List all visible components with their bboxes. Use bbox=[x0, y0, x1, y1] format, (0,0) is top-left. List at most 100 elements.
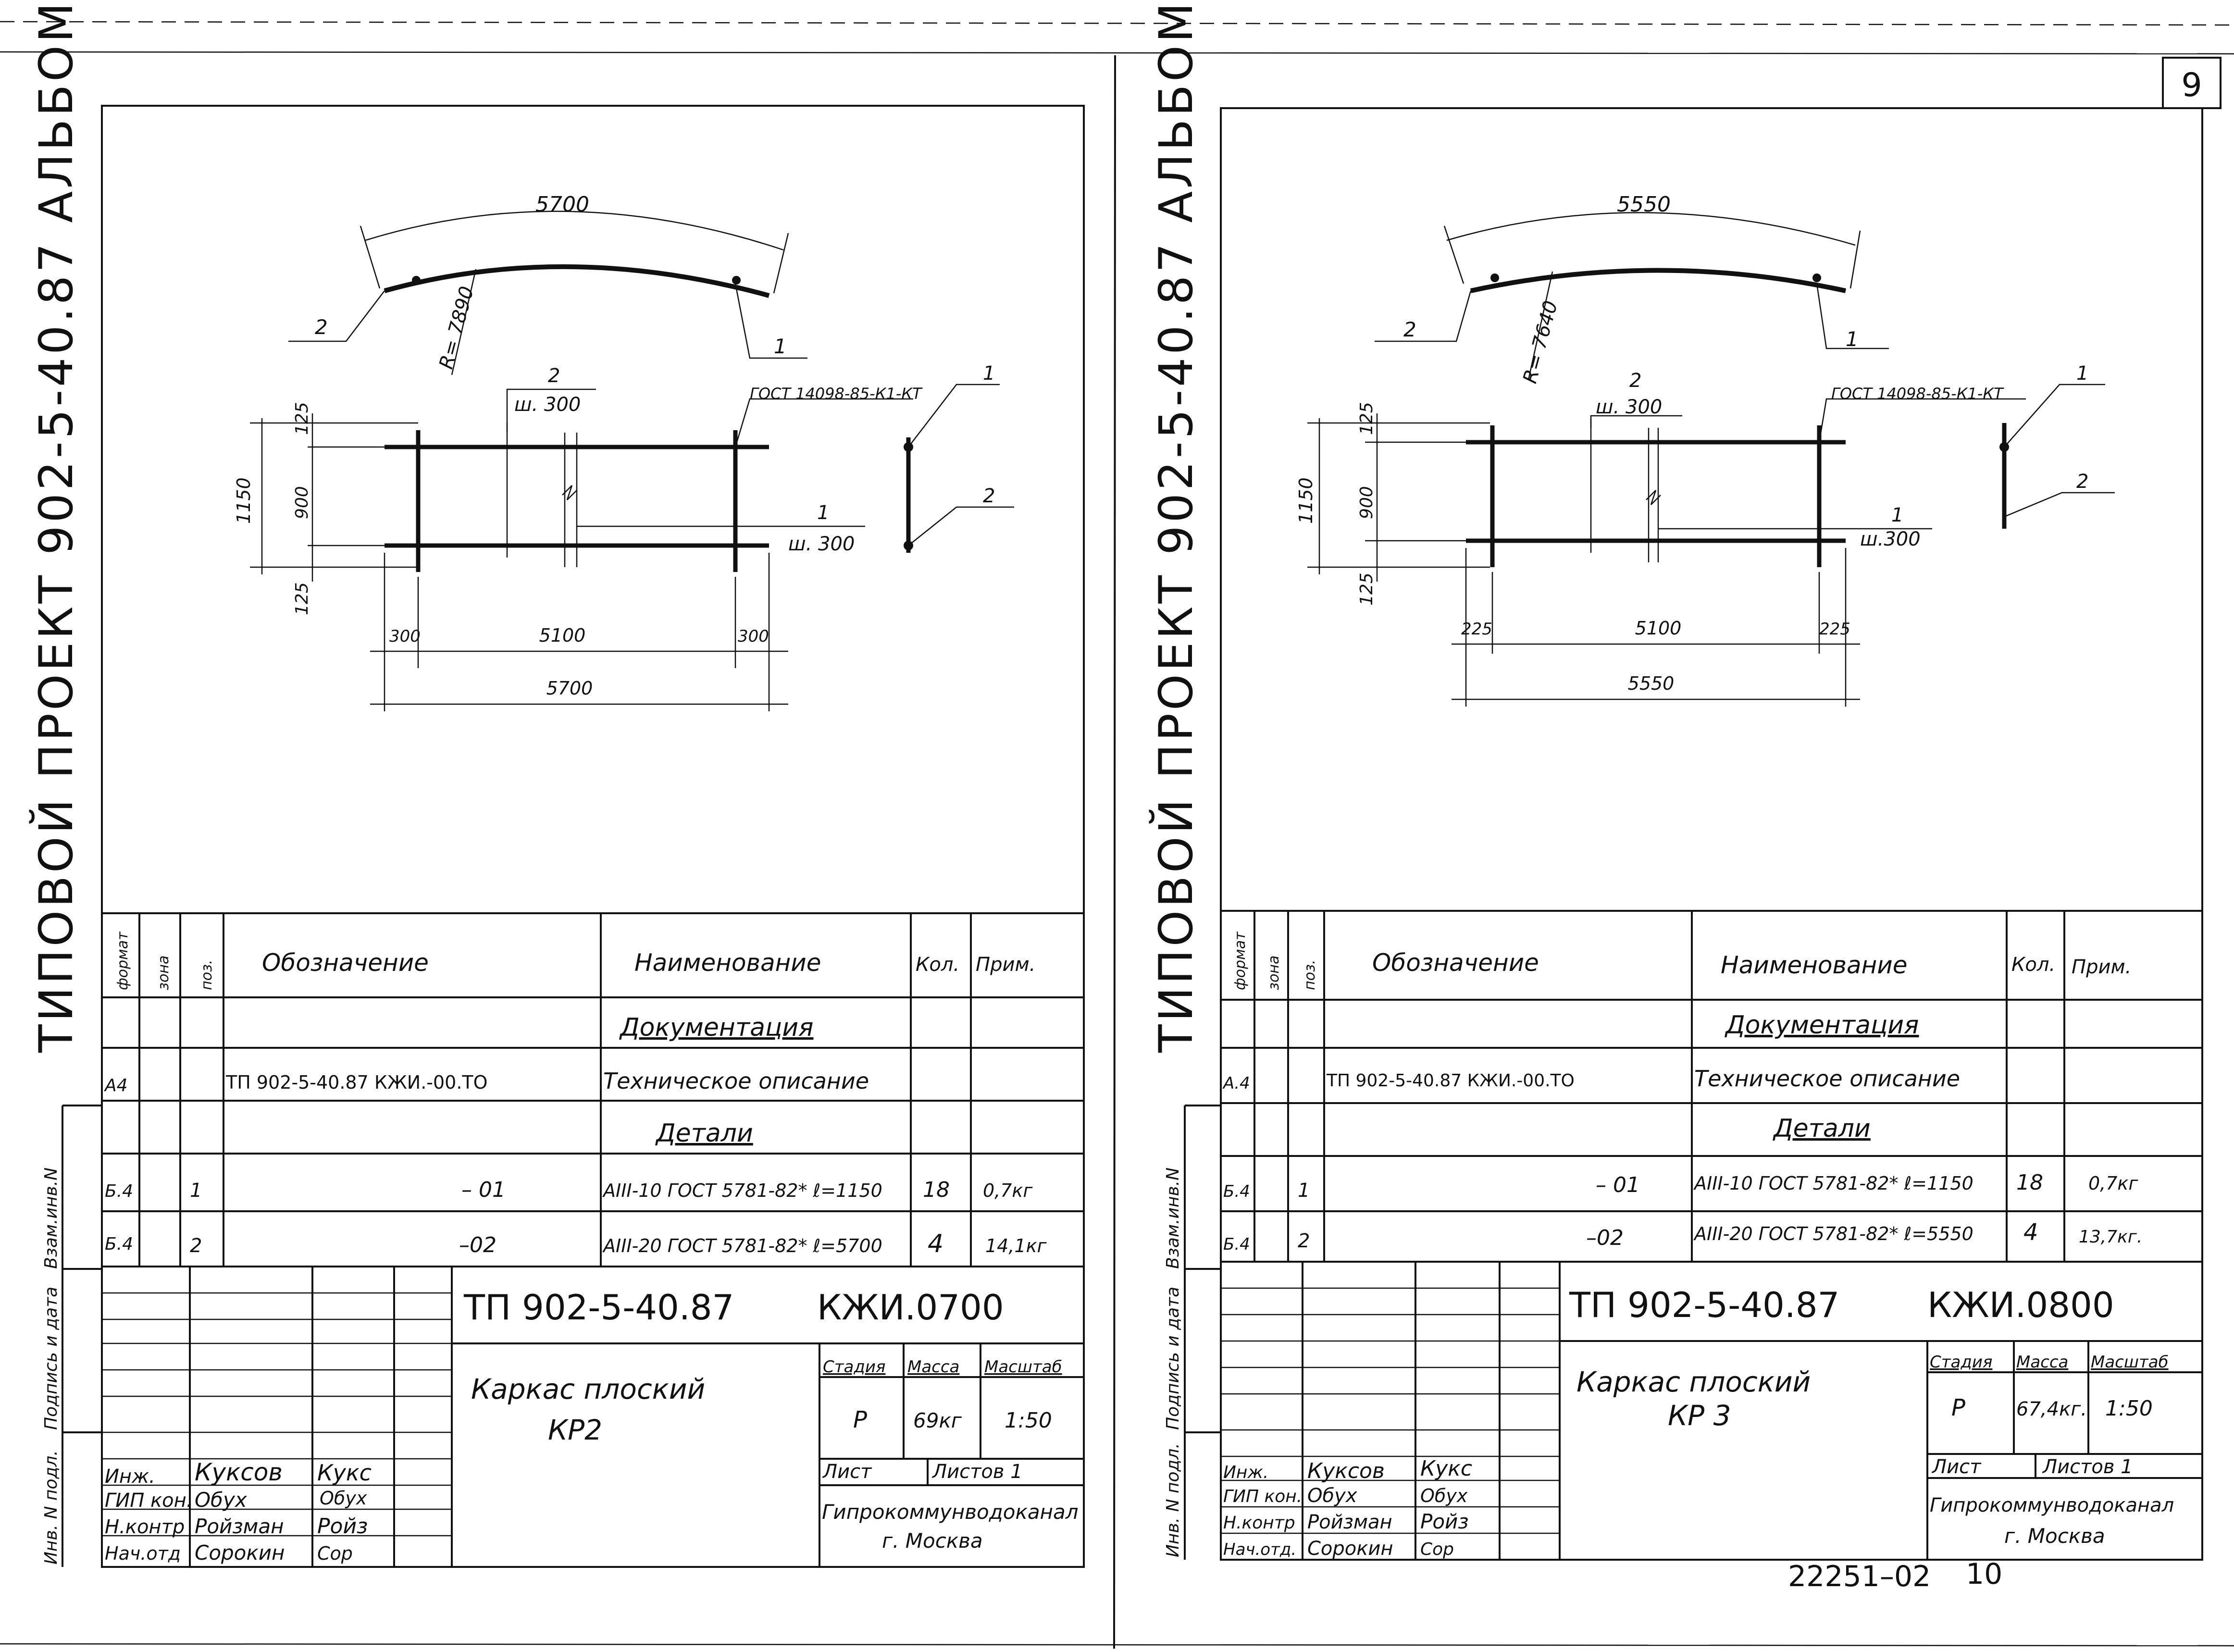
arc-length: 5550 bbox=[1617, 192, 1671, 217]
stamp-title-2: КР2 bbox=[548, 1414, 602, 1446]
signature: Сор bbox=[1420, 1540, 1454, 1559]
th-zone: зона bbox=[1266, 956, 1282, 990]
h-scale: Масштаб bbox=[984, 1357, 1062, 1377]
row-pos: 2 bbox=[1298, 1230, 1310, 1252]
table-row: Б.4 2 –02 АIII-20 ГОСТ 5781-82* ℓ=5550 4… bbox=[1223, 1219, 2142, 1254]
table-row: А4 ТП 902-5-40.87 КЖИ.-00.ТО Техническое… bbox=[104, 1068, 869, 1095]
dim-height: 1150 bbox=[1295, 477, 1316, 524]
plan-step-bottom: ш.300 bbox=[1860, 528, 1921, 550]
th-pos: поз. bbox=[1302, 960, 1318, 990]
dim-right: 300 bbox=[738, 627, 769, 646]
row-designation: ТП 902-5-40.87 КЖИ.-00.ТО bbox=[225, 1072, 488, 1093]
project-code: ТП 902-5-40.87 bbox=[1569, 1285, 1839, 1325]
dim-bottom: 125 bbox=[292, 582, 312, 615]
dim-total: 5550 bbox=[1628, 673, 1675, 694]
row-format: Б.4 bbox=[1223, 1182, 1250, 1201]
doc-code: КЖИ.0800 bbox=[1927, 1285, 2114, 1325]
arc-length: 5700 bbox=[535, 192, 589, 217]
top-dashed-rule bbox=[0, 21, 2234, 26]
arc-pos-1: 1 bbox=[774, 335, 787, 358]
sheets-label: Листов 1 bbox=[2042, 1456, 2133, 1478]
h-stage: Стадия bbox=[1930, 1353, 1992, 1372]
plan-pos-2: 2 bbox=[548, 365, 560, 387]
sheets-label: Листов 1 bbox=[931, 1461, 1023, 1483]
role: Инж. bbox=[1223, 1463, 1268, 1482]
row-note: 0,7кг bbox=[2088, 1173, 2138, 1194]
th-qty: Кол. bbox=[916, 954, 959, 976]
section-docs: Документация bbox=[619, 1013, 813, 1042]
signature: Ройз bbox=[1420, 1510, 1469, 1533]
org-line-2: г. Москва bbox=[882, 1529, 983, 1553]
row-name: Техническое описание bbox=[603, 1068, 869, 1094]
stamp-title-2: КР 3 bbox=[1668, 1399, 1731, 1432]
dim-top: 125 bbox=[292, 402, 312, 435]
signature: Обух bbox=[1420, 1485, 1468, 1506]
arc-pos-2: 2 bbox=[315, 315, 328, 339]
arc-bar bbox=[1470, 268, 1847, 293]
th-qty: Кол. bbox=[2011, 954, 2055, 976]
name: Обух bbox=[1307, 1485, 1357, 1507]
arc-radius: R= 7890 bbox=[435, 284, 478, 372]
scale: 1:50 bbox=[1005, 1408, 1052, 1433]
row-format: А4 bbox=[104, 1076, 128, 1095]
row-pos: 1 bbox=[190, 1180, 202, 1202]
row-note: 0,7кг bbox=[983, 1180, 1033, 1201]
row-note: 13,7кг. bbox=[2079, 1227, 2142, 1247]
doc-code: КЖИ.0700 bbox=[817, 1287, 1004, 1328]
row-name: Техническое описание bbox=[1694, 1066, 1960, 1092]
th-zone: зона bbox=[155, 956, 172, 990]
arc-dim-line bbox=[365, 211, 784, 251]
sheet-number-box: 9 bbox=[2162, 57, 2222, 109]
arc-radius: R= 7640 bbox=[1519, 298, 1562, 386]
arc-dim-line bbox=[1446, 212, 1856, 246]
side-label-sign: Подпись и дата bbox=[1163, 1287, 1183, 1430]
arc-pos-1: 1 bbox=[1846, 327, 1859, 351]
row-format: Б.4 bbox=[105, 1234, 133, 1254]
table-row: Б.4 2 –02 АIII-20 ГОСТ 5781-82* ℓ=5700 4… bbox=[105, 1230, 1047, 1258]
plan-step-bottom: ш. 300 bbox=[788, 533, 855, 555]
stamp-title-1: Каркас плоский bbox=[1576, 1366, 1811, 1398]
right-frame bbox=[1220, 107, 2203, 1561]
section-view: 1 2 bbox=[1999, 362, 2115, 529]
sheet-divider bbox=[1113, 55, 1116, 1649]
dim-mid: 900 bbox=[1357, 486, 1377, 519]
th-name: Наименование bbox=[634, 949, 821, 977]
role: Инж. bbox=[105, 1466, 155, 1488]
row-format: Б.4 bbox=[105, 1181, 133, 1201]
side-label-replace: Взам.инв.N bbox=[1163, 1168, 1183, 1269]
left-sheet: ТИПОВОЙ ПРОЕКТ 902-5-40.87 АЛЬБОМ II Вза… bbox=[29, 0, 1085, 1568]
side-label-replace: Взам.инв.N bbox=[41, 1168, 61, 1269]
section-docs: Документация bbox=[1725, 1011, 1919, 1040]
table-row: Б.4 1 – 01 АIII-10 ГОСТ 5781-82* ℓ=1150 … bbox=[105, 1178, 1033, 1202]
plan-gost: ГОСТ 14098-85-К1-КТ bbox=[1831, 385, 2004, 403]
org-line-1: Гипрокоммунводоканал bbox=[822, 1500, 1079, 1524]
row-name: АIII-20 ГОСТ 5781-82* ℓ=5700 bbox=[602, 1235, 882, 1256]
role: Н.контр bbox=[1223, 1513, 1295, 1533]
side-label-inv: Инв. N подл. bbox=[1163, 1443, 1183, 1557]
project-code: ТП 902-5-40.87 bbox=[463, 1287, 734, 1328]
dim-right: 225 bbox=[1819, 620, 1850, 639]
signature: Сор bbox=[317, 1543, 353, 1564]
plan-step-top: ш. 300 bbox=[514, 394, 581, 416]
plan-view: 2 ш. 300 ГОСТ 14098-85-К1-КТ 1 ш. 300 11… bbox=[233, 365, 923, 711]
dim-left: 300 bbox=[389, 627, 421, 646]
th-designation: Обозначение bbox=[262, 949, 429, 977]
plan-gost: ГОСТ 14098-85-К1-КТ bbox=[750, 385, 923, 403]
dim-mid: 900 bbox=[292, 486, 312, 519]
name: Куксов bbox=[195, 1458, 283, 1486]
section-pos-2: 2 bbox=[983, 485, 995, 507]
section-pos-1: 1 bbox=[2076, 362, 2088, 385]
arc-pos-2: 2 bbox=[1403, 318, 1416, 341]
signature: Обух bbox=[320, 1488, 367, 1509]
th-note: Прим. bbox=[2072, 956, 2131, 978]
section-view: 1 2 bbox=[904, 362, 1014, 553]
spec-table: формат зона поз. Обозначение Наименовани… bbox=[1221, 910, 2202, 1263]
sheet-label: Лист bbox=[1931, 1456, 1982, 1478]
role: Нач.отд bbox=[105, 1543, 181, 1564]
th-name: Наименование bbox=[1721, 951, 1908, 979]
plan-pos-1: 1 bbox=[817, 502, 829, 524]
row-note: 14,1кг bbox=[985, 1235, 1047, 1256]
role: Нач.отд. bbox=[1223, 1540, 1296, 1559]
margin-title: ТИПОВОЙ ПРОЕКТ 902-5-40.87 АЛЬБОМ II bbox=[29, 0, 83, 1053]
